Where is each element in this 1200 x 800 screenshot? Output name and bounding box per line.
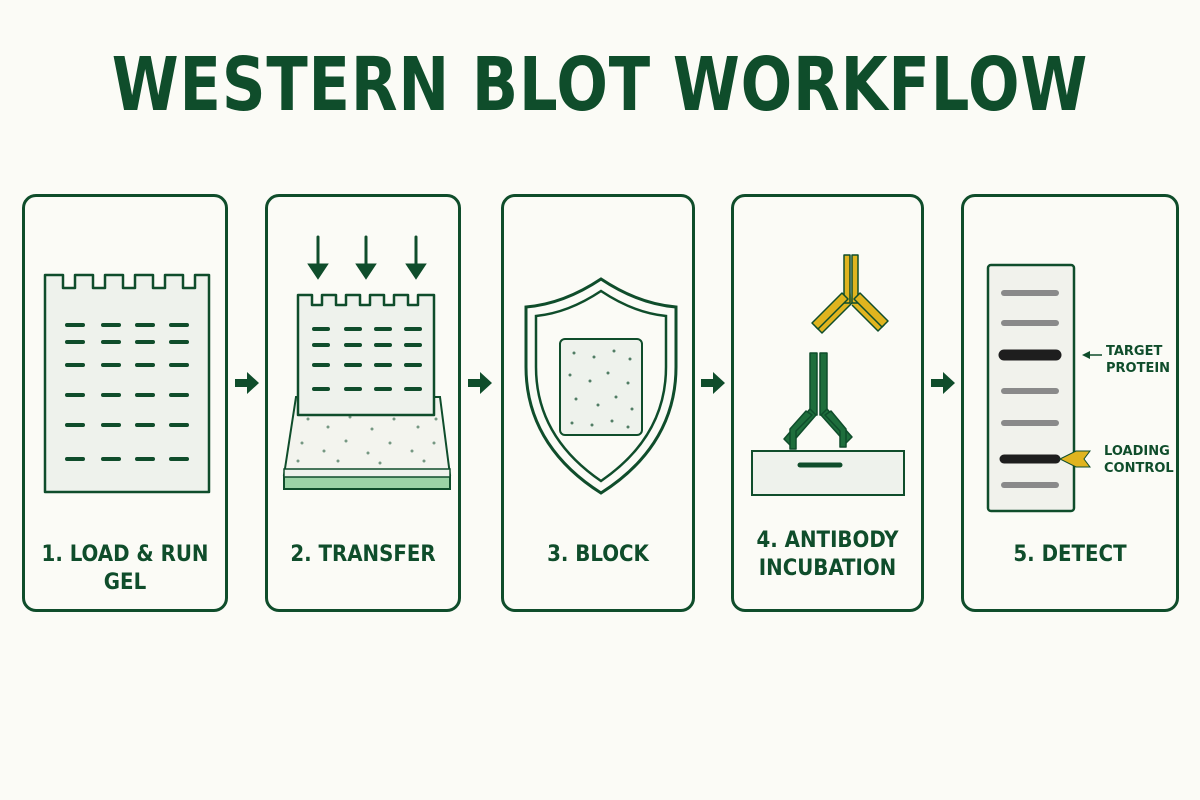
target-protein-label: TARGET PROTEIN — [1106, 344, 1171, 376]
detection-blot-icon — [986, 263, 1102, 513]
transfer-icon — [282, 235, 452, 490]
step-label: 3. BLOCK — [547, 542, 649, 567]
diagram-title: WESTERN BLOT WORKFLOW — [111, 42, 1089, 128]
arrow-right-icon — [931, 372, 955, 394]
step-label: 5. DETECT — [1013, 542, 1127, 567]
shield-icon — [524, 277, 678, 495]
step-load-run-gel-panel: 1. LOAD & RUN GEL — [22, 194, 228, 612]
step-block-panel: 3. BLOCK — [501, 194, 695, 612]
arrow-right-icon — [701, 372, 725, 394]
arrow-right-icon — [468, 372, 492, 394]
step-label: 1. LOAD & RUN GEL — [41, 542, 209, 595]
step-detect-panel: TARGET PROTEIN LOADING CONTROL 5. DETECT — [961, 194, 1179, 612]
arrow-right-icon — [235, 372, 259, 394]
step-transfer-panel: 2. TRANSFER — [265, 194, 461, 612]
step-antibody-incubation-panel: 4. ANTIBODY INCUBATION — [731, 194, 924, 612]
antibody-icon — [751, 254, 905, 496]
loading-control-label: LOADING CONTROL — [1104, 444, 1174, 476]
gel-icon — [43, 273, 211, 494]
step-label: 2. TRANSFER — [290, 542, 436, 567]
step-label: 4. ANTIBODY INCUBATION — [756, 528, 899, 581]
